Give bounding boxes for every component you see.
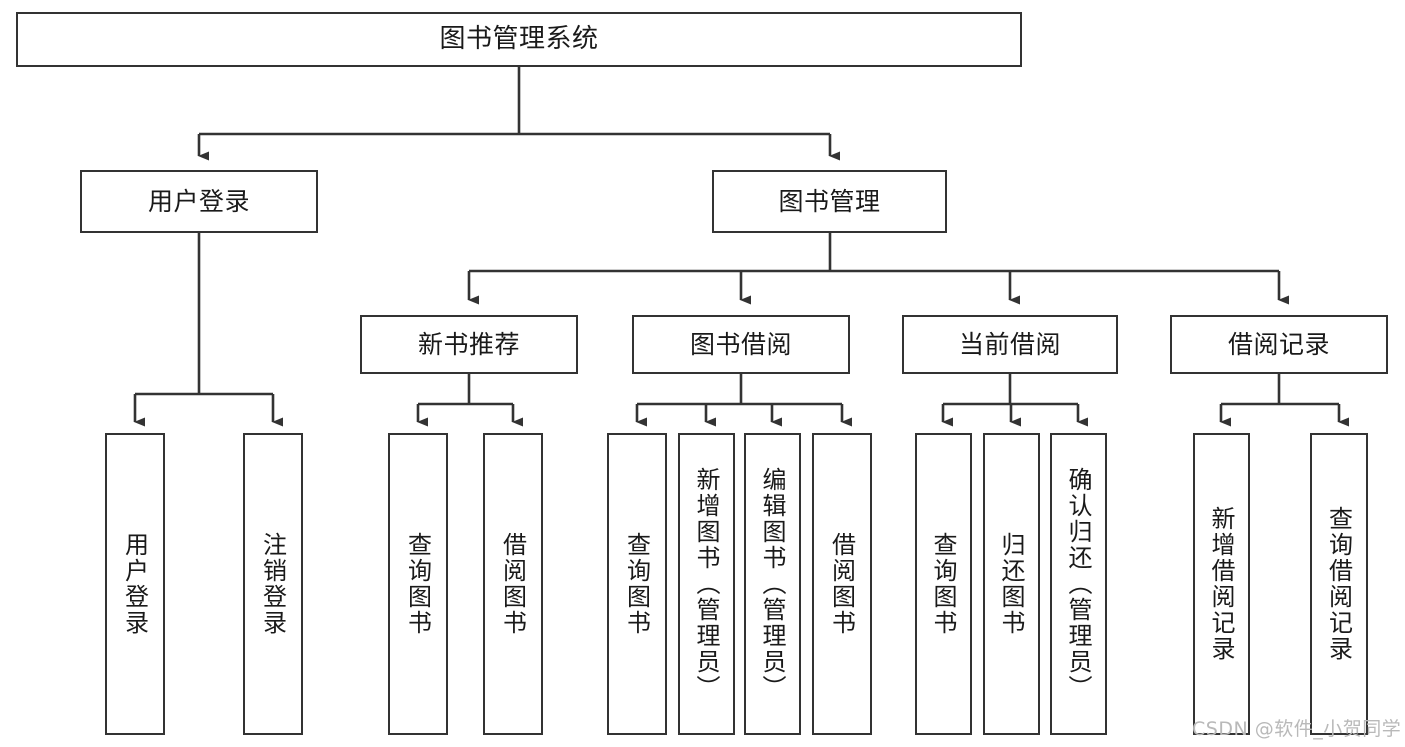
node-leaf-edit-book[interactable]: 编辑图书（管理员） [744, 433, 801, 735]
node-current-borrow[interactable]: 当前借阅 [902, 315, 1118, 374]
node-book-manage[interactable]: 图书管理 [712, 170, 947, 233]
node-leaf-query-book-2[interactable]: 查询图书 [607, 433, 667, 735]
node-leaf-query-book-3[interactable]: 查询图书 [915, 433, 972, 735]
node-leaf-query-book-1[interactable]: 查询图书 [388, 433, 448, 735]
leaf-label: 编辑图书（管理员） [758, 467, 786, 701]
node-leaf-logout[interactable]: 注销登录 [243, 433, 303, 735]
node-book-borrow[interactable]: 图书借阅 [632, 315, 850, 374]
leaf-label: 归还图书 [997, 532, 1025, 636]
leaf-label: 注销登录 [258, 532, 287, 636]
leaf-label: 新增借阅记录 [1207, 506, 1235, 662]
node-leaf-user-login[interactable]: 用户登录 [105, 433, 165, 735]
node-root-system[interactable]: 图书管理系统 [16, 12, 1022, 67]
leaf-label: 查询图书 [403, 532, 432, 636]
leaf-label: 查询借阅记录 [1324, 506, 1353, 662]
node-user-login[interactable]: 用户登录 [80, 170, 318, 233]
leaf-label: 借阅图书 [498, 532, 527, 636]
leaf-label: 用户登录 [120, 532, 149, 636]
leaf-label: 确认归还（管理员） [1064, 467, 1092, 701]
node-leaf-return-book[interactable]: 归还图书 [983, 433, 1040, 735]
node-leaf-add-book[interactable]: 新增图书（管理员） [678, 433, 735, 735]
node-borrow-record[interactable]: 借阅记录 [1170, 315, 1388, 374]
node-leaf-borrow-book-2[interactable]: 借阅图书 [812, 433, 872, 735]
node-leaf-borrow-book-1[interactable]: 借阅图书 [483, 433, 543, 735]
watermark-credit: CSDN @软件_小贺同学 [1192, 718, 1402, 740]
leaf-label: 新增图书（管理员） [692, 467, 720, 701]
leaf-label: 查询图书 [929, 532, 957, 636]
leaf-label: 查询图书 [622, 532, 651, 636]
node-leaf-query-record[interactable]: 查询借阅记录 [1310, 433, 1368, 735]
node-new-book-recommend[interactable]: 新书推荐 [360, 315, 578, 374]
node-leaf-confirm-return[interactable]: 确认归还（管理员） [1050, 433, 1107, 735]
node-leaf-add-record[interactable]: 新增借阅记录 [1193, 433, 1250, 735]
leaf-label: 借阅图书 [827, 532, 856, 636]
